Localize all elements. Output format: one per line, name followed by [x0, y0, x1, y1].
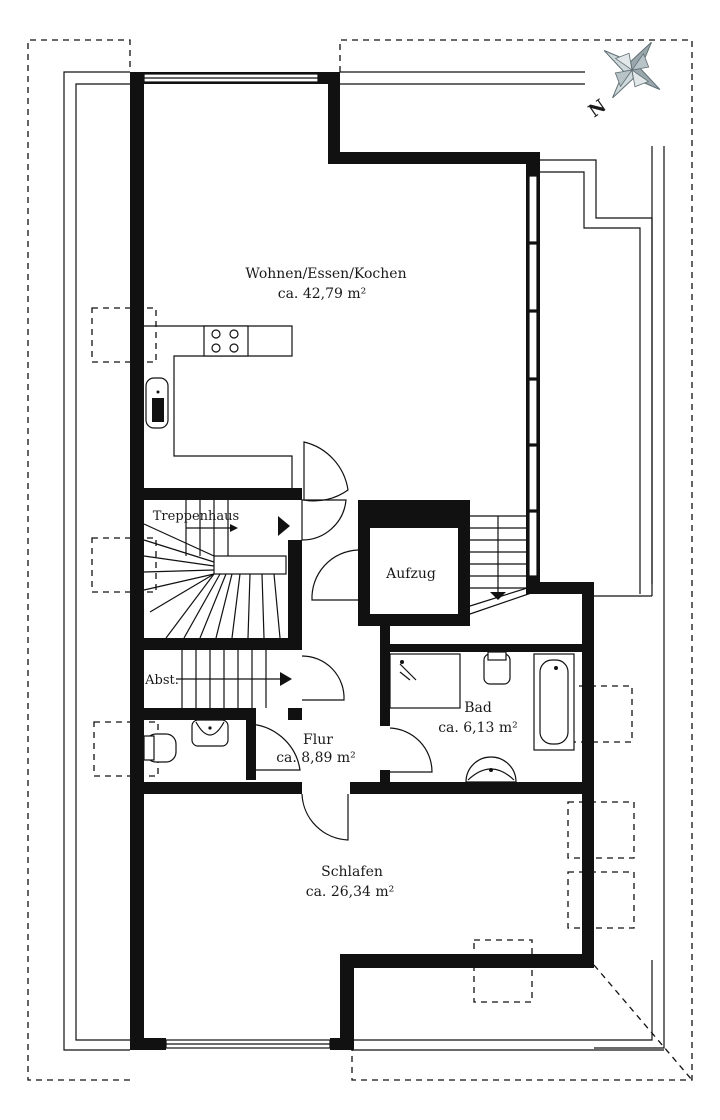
room-name-bad: Bad [464, 700, 492, 716]
terrace-outline [63, 71, 665, 1051]
room-name-abst: Abst. [144, 673, 179, 688]
room-name-flur: Flur [303, 732, 333, 748]
roof-outline [27, 39, 693, 1081]
room-area-schlafen: ca. 26,34 m² [306, 884, 395, 900]
room-name-schlafen: Schlafen [321, 864, 383, 880]
bathroom-fixtures [389, 651, 575, 783]
wc-fixtures [143, 719, 229, 763]
storage-stairs [176, 650, 292, 708]
doors [245, 441, 433, 841]
room-area-wohnen: ca. 42,79 m² [278, 286, 367, 302]
compass-label: N [585, 95, 611, 122]
exterior-stairs [469, 515, 541, 615]
room-name-treppenhaus: Treppenhaus [153, 509, 239, 524]
room-area-bad: ca. 6,13 m² [438, 720, 518, 736]
kitchen [144, 325, 293, 488]
room-area-flur: ca. 8,89 m² [276, 750, 356, 766]
compass-icon [603, 41, 661, 99]
walls [130, 72, 594, 1050]
room-name-wohnen: Wohnen/Essen/Kochen [245, 266, 406, 282]
stairwell-stairs [143, 500, 287, 639]
windows [143, 73, 538, 1049]
room-name-aufzug: Aufzug [385, 566, 436, 582]
